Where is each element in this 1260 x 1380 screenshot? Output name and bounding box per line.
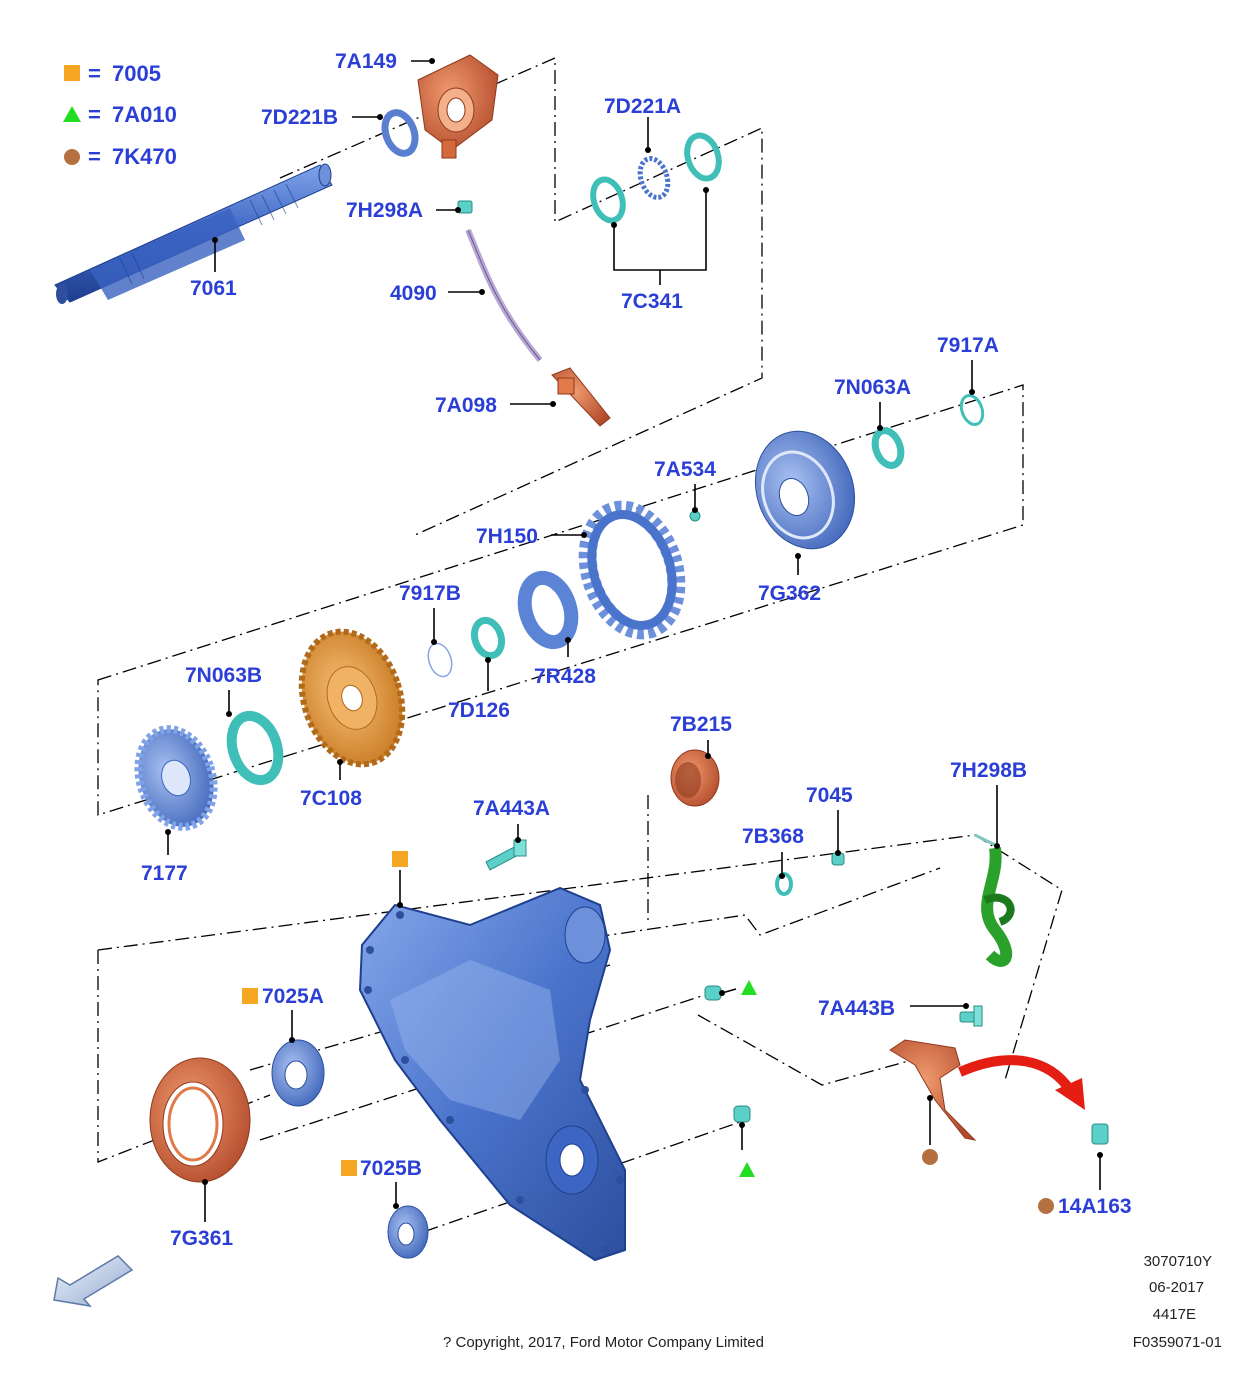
bearing-7025a (271, 1039, 325, 1107)
red-arrow-icon (957, 1055, 1085, 1110)
label-7b215: 7B215 (670, 713, 732, 736)
seal-7g361 (149, 1057, 251, 1183)
ring-7c341-right (684, 132, 722, 182)
label-7d221a: 7D221A (604, 95, 681, 118)
fitting-lower (733, 1105, 751, 1123)
label-7917a: 7917A (937, 334, 999, 357)
label-7d126: 7D126 (448, 699, 510, 722)
gear-ring-7h150 (578, 500, 686, 640)
transfer-case-housing (358, 886, 626, 1262)
cable-4090 (465, 228, 543, 362)
meta-date: 06-2017 (1149, 1279, 1204, 1296)
meta-figure-id: F0359071-01 (1133, 1334, 1222, 1351)
label-7h298b: 7H298B (950, 759, 1027, 782)
bearing-7025b (387, 1205, 429, 1259)
harness-7h298b (974, 833, 1015, 967)
bolt-7a443a (485, 839, 527, 871)
shaft-7061 (54, 163, 333, 304)
label-4090: 4090 (390, 282, 437, 305)
brown-circle-icon (1038, 1198, 1054, 1214)
green-triangle-icon (63, 106, 81, 122)
gear-7177 (134, 725, 218, 831)
label-7h298a: 7H298A (346, 199, 423, 222)
green-triangle-icon (741, 980, 757, 995)
bolt-7a443b (959, 1005, 983, 1027)
ring-7917a (959, 393, 985, 427)
label-7a443b: 7A443B (818, 997, 895, 1020)
housing-7a149 (417, 54, 499, 159)
ring-7d126 (470, 616, 506, 660)
legend-code-7005: 7005 (112, 61, 161, 86)
legend: = 7005 = 7A010 = 7K470 (63, 61, 177, 169)
label-7a534: 7A534 (654, 458, 716, 481)
legend-code-7a010: 7A010 (112, 102, 177, 127)
legend-equals-2: = (88, 102, 101, 127)
part-labels: 7A149 7D221B 7D221A 7H298A 7061 4090 7C3… (141, 50, 1132, 1250)
green-triangle-icon (739, 1162, 755, 1177)
label-7025a: 7025A (262, 985, 324, 1008)
label-7917b: 7917B (399, 582, 461, 605)
label-7g362: 7G362 (758, 582, 821, 605)
ring-7d221b (381, 109, 419, 157)
gear-7c108 (298, 628, 406, 768)
label-7n063b: 7N063B (185, 664, 262, 687)
brown-circle-icon (64, 149, 80, 165)
legend-equals-1: = (88, 61, 101, 86)
orange-square-icon (64, 65, 80, 81)
label-7061: 7061 (190, 277, 237, 300)
label-7r428: 7R428 (534, 665, 596, 688)
orange-square-icon (242, 988, 258, 1004)
seal-7b215 (670, 749, 720, 807)
sensor-7a098 (551, 367, 611, 427)
label-7a098: 7A098 (435, 394, 497, 417)
label-7045: 7045 (806, 784, 853, 807)
label-7c341: 7C341 (621, 290, 683, 313)
label-7c108: 7C108 (300, 787, 362, 810)
label-7n063a: 7N063A (834, 376, 911, 399)
washer-7r428 (517, 570, 579, 650)
front-direction-arrow-icon (53, 1255, 134, 1308)
label-7d221b: 7D221B (261, 106, 338, 129)
bracket-7k470 (889, 1039, 977, 1141)
bearing-7g362 (754, 430, 856, 550)
document-meta: 3070710Y 06-2017 4417E F0359071-01 ? Cop… (443, 1253, 1222, 1351)
leader-lines (165, 58, 1103, 1222)
fitting-upper (704, 985, 722, 1001)
label-7g361: 7G361 (170, 1227, 233, 1250)
legend-code-7k470: 7K470 (112, 144, 177, 169)
label-7177: 7177 (141, 862, 188, 885)
label-14a163: 14A163 (1058, 1195, 1132, 1218)
connector-14a163 (1091, 1123, 1109, 1145)
ring-7c341-left (590, 176, 626, 224)
label-7h150: 7H150 (476, 525, 538, 548)
ring-7n063a (871, 427, 905, 469)
legend-equals-3: = (88, 144, 101, 169)
orange-square-icon (341, 1160, 357, 1176)
label-7b368: 7B368 (742, 825, 804, 848)
clip-7917b (427, 642, 453, 678)
label-7a443a: 7A443A (473, 797, 550, 820)
label-7025b: 7025B (360, 1157, 422, 1180)
meta-code-1: 3070710Y (1144, 1253, 1212, 1270)
bearing-7d221a (637, 156, 671, 200)
ring-7n063b (226, 710, 284, 786)
orange-square-icon (392, 851, 408, 867)
brown-circle-icon (922, 1149, 938, 1165)
copyright-text: ? Copyright, 2017, Ford Motor Company Li… (443, 1334, 764, 1351)
meta-code-2: 4417E (1153, 1306, 1196, 1323)
label-7a149: 7A149 (335, 50, 397, 73)
